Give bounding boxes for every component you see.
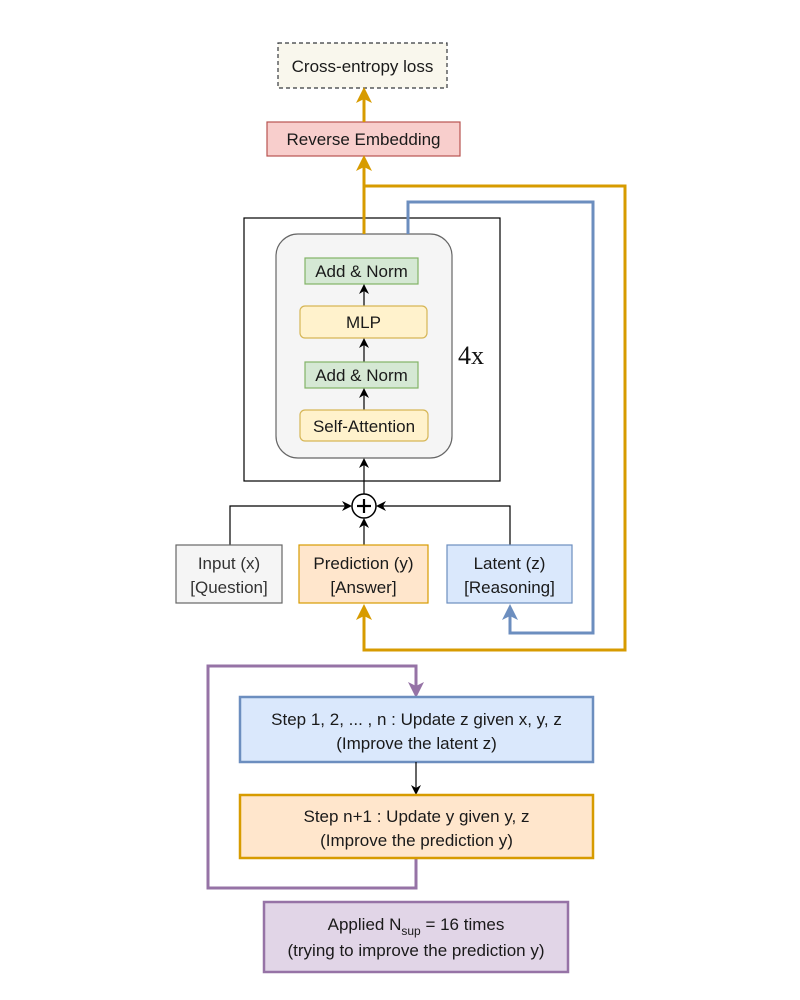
input-label-line1: Input (x)	[198, 554, 260, 573]
add-norm-top-node: Add & Norm	[304, 257, 419, 285]
reverse-embedding-label: Reverse Embedding	[286, 130, 440, 149]
step-z-line1: Step 1, 2, ... , n : Update z given x, y…	[271, 710, 562, 729]
add-norm-top-label: Add & Norm	[315, 262, 408, 281]
prediction-label-line1: Prediction (y)	[313, 554, 413, 573]
arrow-latent-to-sum	[376, 501, 511, 545]
mlp-label: MLP	[346, 313, 381, 332]
prediction-feedback-loop	[356, 184, 627, 652]
supervision-loop	[206, 664, 424, 890]
applied-line1: Applied Nsup = 16 times	[328, 915, 505, 938]
applied-line2: (trying to improve the prediction y)	[288, 941, 545, 960]
loss-label: Cross-entropy loss	[292, 57, 434, 76]
loss-node: Cross-entropy loss	[277, 42, 448, 89]
add-norm-bottom-label: Add & Norm	[315, 366, 408, 385]
prediction-node: Prediction (y) [Answer]	[298, 544, 429, 604]
mlp-node: MLP	[299, 305, 428, 339]
repeat-block-frame	[243, 217, 501, 482]
step-update-y-node: Step n+1 : Update y given y, z (Improve …	[238, 793, 595, 860]
latent-label-line1: Latent (z)	[474, 554, 546, 573]
sum-node	[351, 493, 377, 519]
self-attention-label: Self-Attention	[313, 417, 415, 436]
applied-nsup-node: Applied Nsup = 16 times (trying to impro…	[262, 900, 570, 974]
latent-feedback-loop	[406, 200, 595, 635]
step-z-line2: (Improve the latent z)	[336, 734, 497, 753]
self-attention-node: Self-Attention	[299, 409, 429, 442]
input-node: Input (x) [Question]	[175, 544, 283, 604]
step-y-line2: (Improve the prediction y)	[320, 831, 513, 850]
latent-label-line2: [Reasoning]	[464, 578, 555, 597]
reverse-embedding-node: Reverse Embedding	[266, 121, 461, 157]
arrow-input-to-sum	[229, 501, 352, 545]
step-y-line1: Step n+1 : Update y given y, z	[303, 807, 529, 826]
add-norm-bottom-node: Add & Norm	[304, 361, 419, 389]
latent-node: Latent (z) [Reasoning]	[446, 544, 573, 604]
prediction-label-line2: [Answer]	[330, 578, 396, 597]
repeat-count-label: 4x	[458, 341, 484, 370]
input-label-line2: [Question]	[190, 578, 268, 597]
step-update-z-node: Step 1, 2, ... , n : Update z given x, y…	[238, 695, 595, 764]
